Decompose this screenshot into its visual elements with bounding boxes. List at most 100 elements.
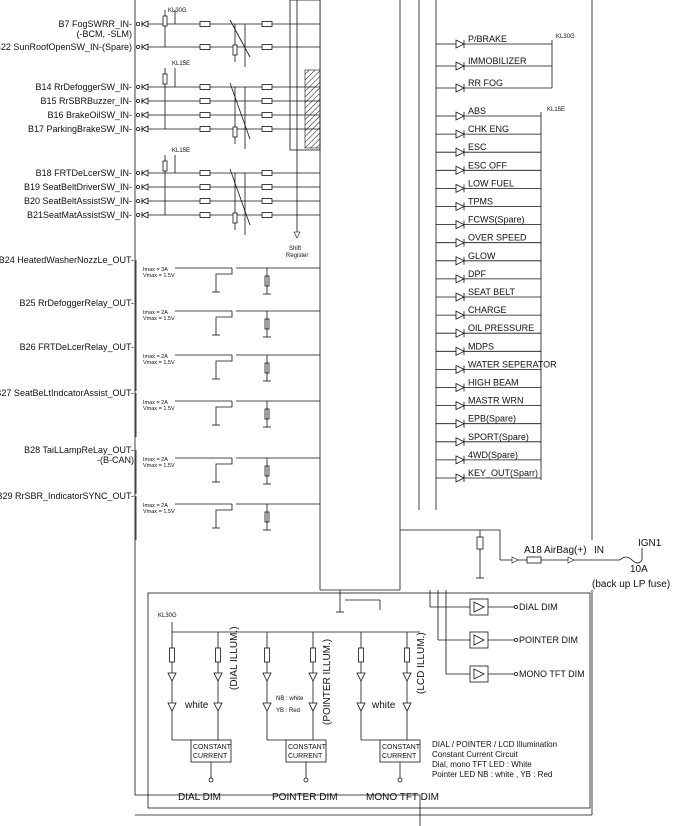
led-icon	[455, 292, 465, 302]
left-input-group: B7 FogSWRR_IN-(-BCM, -SLM)B22 SunRoofOpe…	[0, 10, 320, 235]
vmax-label: Vmax = 1.5V	[143, 360, 175, 366]
indicator-row: DPF	[436, 269, 541, 284]
constant-current-label-1: CONSTANT	[288, 744, 327, 751]
indicator-row: SPORT(Spare)	[436, 432, 541, 447]
led-icon	[167, 702, 177, 712]
led-icon	[213, 702, 223, 712]
resistor-icon	[261, 112, 273, 118]
led-icon	[455, 364, 465, 375]
indicator-label: LOW FUEL	[468, 178, 514, 188]
led-icon	[402, 702, 412, 712]
diode-icon	[141, 169, 149, 177]
resistor-icon	[199, 44, 211, 50]
resistor-icon	[199, 126, 211, 132]
indicator-row: ABS	[436, 106, 541, 121]
constant-current-label-2: CURRENT	[193, 753, 228, 760]
left-output-label: B26 FRTDeLcerRelay_OUT-	[20, 342, 134, 352]
indicator-label: P/BRAKE	[468, 34, 507, 44]
led-icon	[455, 219, 465, 230]
imax-label: Imax = 2A	[143, 354, 168, 360]
left-input-row: B17 ParkingBrakeSW_IN-	[28, 124, 320, 134]
resistor-icon	[261, 184, 273, 190]
led-icon	[455, 129, 465, 139]
buffer-icon	[473, 634, 485, 646]
constant-current-label-2: CURRENT	[382, 753, 417, 760]
left-input-label: B15 RrSBRBuzzer_IN-	[40, 96, 132, 106]
indicator-label: ESC OFF	[468, 160, 508, 170]
terminal-dot	[514, 672, 519, 677]
terminal-dot	[208, 777, 214, 783]
resistor-icon	[261, 84, 273, 90]
led-icon	[455, 183, 465, 194]
backup-fuse-note: (back up LP fuse)	[592, 579, 670, 590]
indicator-row: TPMS	[436, 197, 541, 212]
left-input-row: B16 BrakeOilSW_IN-	[47, 110, 320, 120]
white-label-1: white	[184, 700, 209, 711]
resistor-icon	[199, 212, 211, 218]
resistor-icon	[199, 84, 211, 90]
shift-register-label-1: Shift	[289, 246, 301, 252]
indicator-label: 4WD(Spare)	[468, 450, 518, 460]
dim-buffer-row: DIAL DIM	[429, 590, 558, 616]
resistor-icon	[261, 126, 273, 132]
diode-icon	[141, 183, 149, 191]
fuse-10a-label: 10A	[630, 564, 648, 575]
indicator-row: MASTR WRN	[436, 396, 541, 411]
dim-buffer-row: MONO TFT DIM	[445, 590, 585, 683]
illum-note-2: Constant Current Circuit	[432, 750, 519, 759]
left-output-row: B28 TaiLLampReLay_OUT--(B-CAN)Imax = 2AV…	[24, 445, 320, 494]
indicator-label: EPB(Spare)	[468, 414, 516, 424]
indicator-row: HIGH BEAM	[436, 378, 541, 393]
led-icon	[455, 346, 465, 356]
led-icon	[455, 382, 465, 393]
resistor-icon	[232, 44, 238, 56]
indicator-label: IMMOBILIZER	[468, 56, 527, 66]
led-icon	[262, 702, 272, 712]
illum-columns: CONSTANTCURRENTCONSTANTCURRENTCONSTANTCU…	[167, 632, 421, 783]
indicator-label: FCWS(Spare)	[468, 215, 525, 225]
indicator-label: CHARGE	[468, 305, 507, 315]
terminal-dot	[303, 777, 309, 783]
led-icon	[455, 400, 465, 411]
left-output-group: B24 HeatedWasherNozzLe_OUT-Imax = 3AVmax…	[0, 255, 320, 540]
fet-icon	[215, 504, 233, 528]
indicator-label: TPMS	[468, 197, 493, 207]
terminal-dot	[135, 45, 140, 50]
diode-icon	[141, 111, 149, 119]
terminal-dot	[135, 113, 140, 118]
resistor-icon	[199, 98, 211, 104]
left-input-row: B21SeatMatAssistSW_IN-	[27, 210, 320, 220]
illumination-box: KL30G	[147, 592, 591, 809]
led-icon	[262, 672, 272, 682]
indicator-label: DPF	[468, 269, 487, 279]
left-input-label: B14 RrDefoggerSW_IN-	[35, 82, 132, 92]
indicator-label: WATER SEPERATOR	[468, 359, 557, 369]
left-input-label: B21SeatMatAssistSW_IN-	[27, 210, 132, 220]
resistor-icon	[162, 160, 168, 172]
imax-label: Imax = 2A	[143, 457, 168, 463]
vmax-label: Vmax = 1.5V	[143, 273, 175, 279]
airbag-section: A18 AirBag(+) IN IGN1 10A (back up LP fu…	[400, 529, 670, 590]
indicator-label: HIGH BEAM	[468, 378, 519, 388]
led-icon	[455, 238, 465, 248]
left-output-row: B27 SeatBeLtIndcatorAssist_OUT-Imax = 2A…	[0, 388, 320, 437]
indicator-row: 4WD(Spare)	[436, 450, 541, 465]
imax-label: Imax = 2A	[143, 310, 168, 316]
indicator-row: KEY_OUT(Sparr)	[436, 468, 541, 483]
resistor-icon	[169, 647, 175, 663]
led-icon	[167, 672, 177, 682]
left-input-row: B14 RrDefoggerSW_IN-	[35, 82, 320, 92]
indicator-row: ESC	[436, 142, 541, 157]
indicator-row: CHARGE	[436, 305, 541, 320]
indicator-row: SEAT BELT	[436, 287, 541, 302]
fet-icon	[215, 401, 233, 425]
led-icon	[455, 147, 465, 157]
left-input-label: B18 FRTDeLcerSW_IN-	[36, 168, 132, 178]
led-icon	[455, 310, 465, 320]
resistor-icon	[358, 647, 364, 663]
left-output-label: B29 RrSBR_IndicatorSYNC_OUT-	[0, 491, 134, 501]
